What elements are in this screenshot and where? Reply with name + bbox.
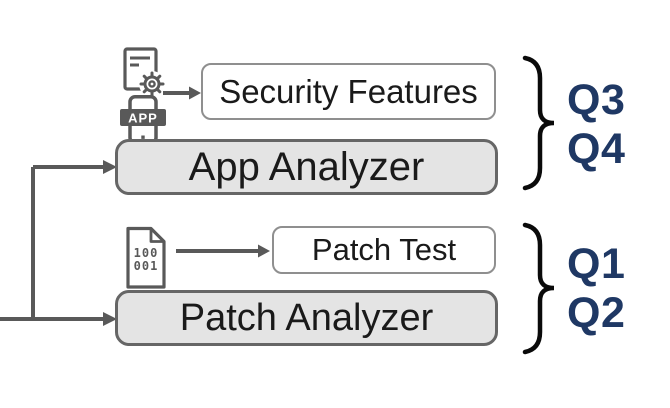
binary-line-1: 100: [134, 246, 159, 260]
arrowhead-app-analyzer: [103, 160, 117, 174]
quarter-q4: Q4: [567, 125, 626, 173]
brace-top: [522, 55, 555, 191]
report-gear-icon: [123, 47, 165, 97]
patch-test-label: Patch Test: [311, 232, 457, 267]
app-analyzer-label: App Analyzer: [188, 144, 425, 189]
quarter-q1: Q1: [567, 240, 626, 288]
app-icon-label: APP: [128, 111, 158, 126]
patch-analyzer-label: Patch Analyzer: [179, 296, 434, 339]
patch-analyzer-box: Patch Analyzer: [115, 290, 498, 346]
arrowhead-patch-test: [258, 244, 270, 258]
phone-home-button: [141, 135, 145, 139]
quarters-top: Q3 Q4: [567, 76, 625, 174]
security-features-box: Security Features: [201, 63, 496, 120]
app-phone-icon: APP: [120, 95, 166, 145]
quarter-q2: Q2: [567, 289, 626, 337]
quarter-q3: Q3: [567, 76, 626, 124]
brace-bottom: [522, 222, 555, 355]
security-features-label: Security Features: [219, 72, 478, 110]
app-analyzer-box: App Analyzer: [115, 139, 498, 195]
binary-line-2: 001: [134, 259, 159, 273]
binary-file-icon: 100 001: [126, 226, 166, 289]
quarters-bottom: Q1 Q2: [567, 240, 625, 338]
arrowhead-patch-analyzer: [103, 312, 117, 326]
patch-test-box: Patch Test: [272, 226, 496, 274]
arrowhead-security-features: [189, 86, 201, 100]
